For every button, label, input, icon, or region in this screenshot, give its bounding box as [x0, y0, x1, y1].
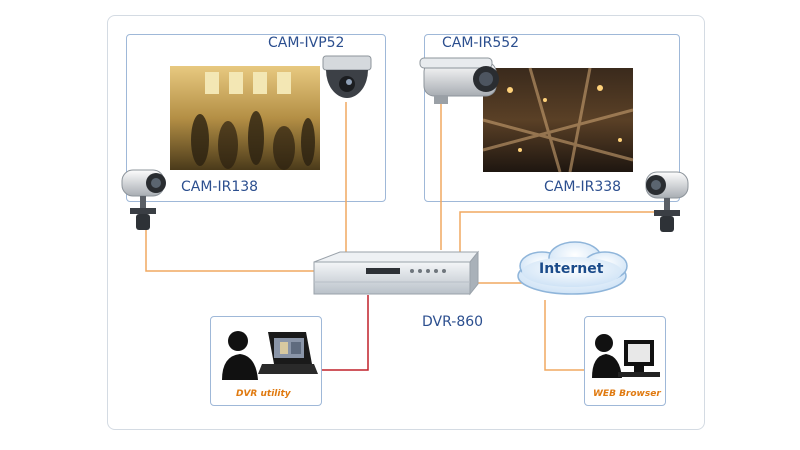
dvr-label: DVR-860: [422, 314, 484, 330]
desktop-user-icon: [592, 334, 660, 378]
city-photo: [482, 67, 634, 173]
line-cam-ir338: [459, 211, 666, 252]
station-photo: [170, 66, 320, 170]
web-browser-caption: WEB Browser: [593, 389, 661, 399]
line-cam-ir138: [145, 228, 314, 272]
cam-ivp52-label: CAM-IVP52: [268, 35, 345, 51]
bullet-camera-icon-ir338: [645, 171, 689, 232]
dome-camera-icon: [322, 55, 372, 98]
dvr-device-icon: [313, 250, 480, 296]
internet-label: Internet: [539, 261, 604, 277]
dvr-utility-caption: DVR utility: [236, 389, 291, 399]
cam-ir338-label: CAM-IR338: [544, 179, 622, 195]
cam-ir138-label: CAM-IR138: [181, 179, 259, 195]
line-internet-web: [544, 300, 584, 371]
line-dvr-utility: [322, 295, 369, 371]
orange-connections: [145, 100, 666, 371]
laptop-user-icon: [222, 331, 318, 380]
cam-ir552-label: CAM-IR552: [442, 35, 520, 51]
box-camera-icon-ir552: [419, 57, 499, 104]
bullet-camera-icon-ir138: [121, 169, 166, 230]
